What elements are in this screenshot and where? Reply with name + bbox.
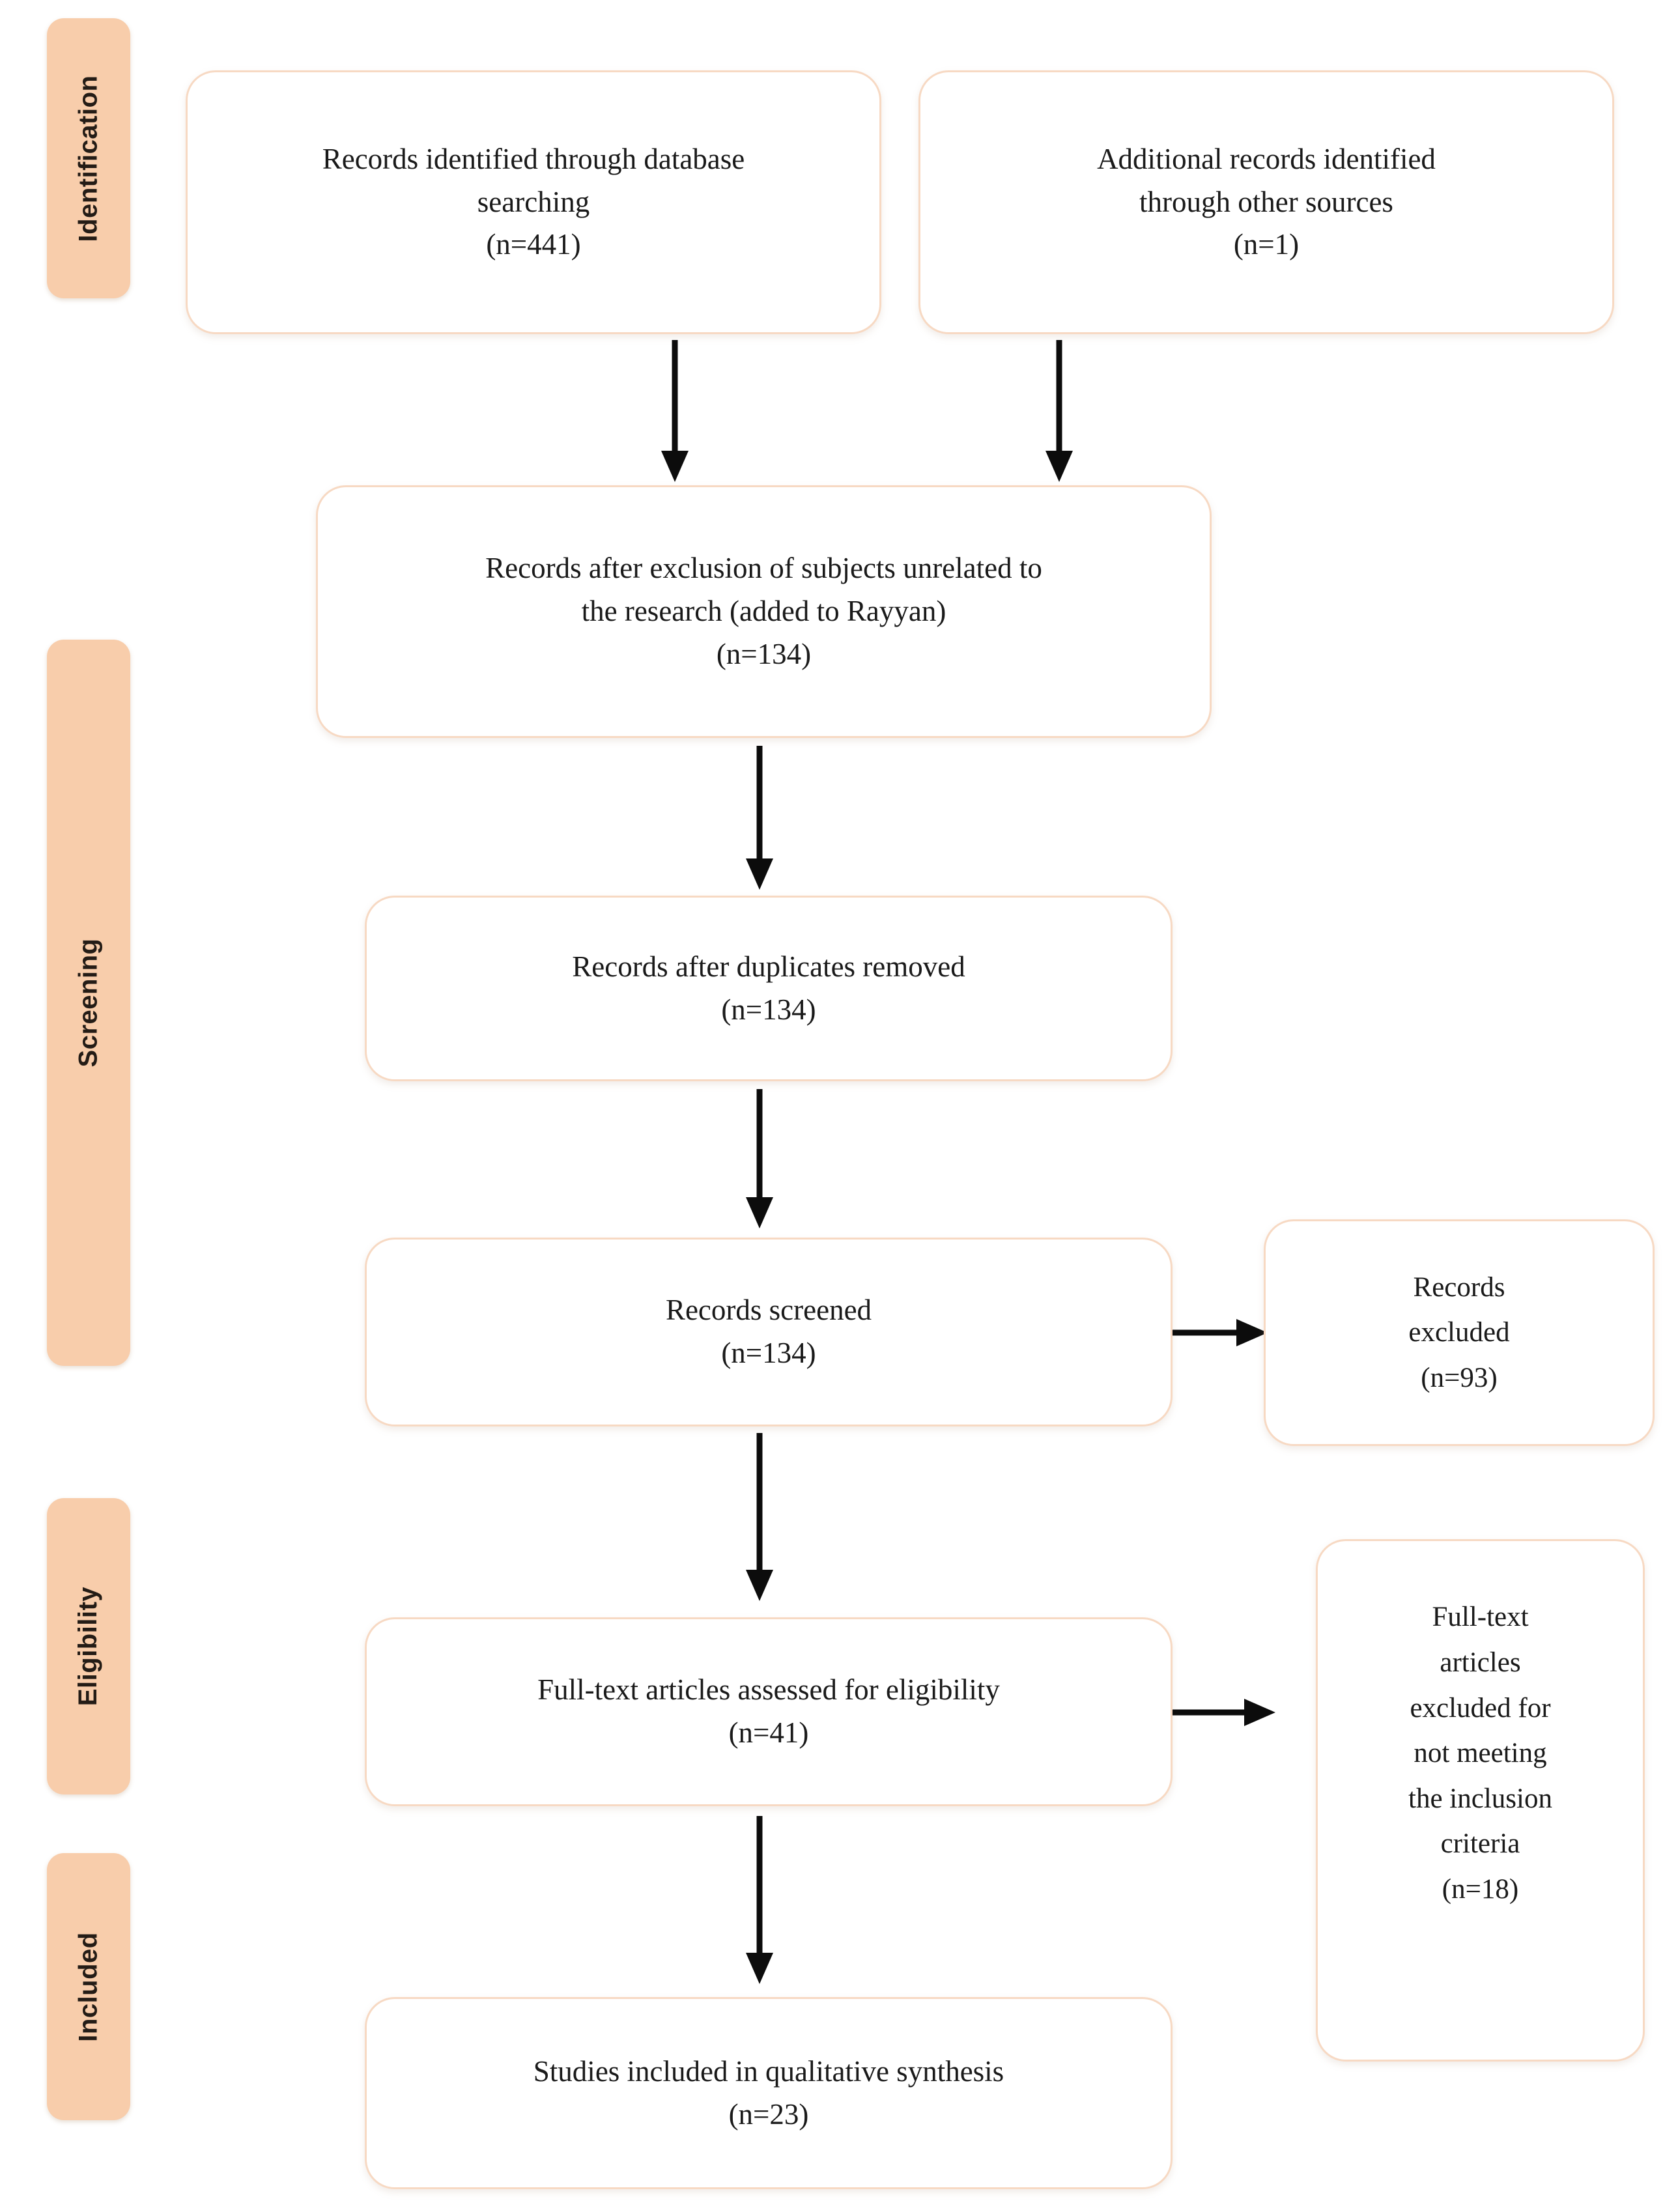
box-text-studies-included-qualitative-synthesis: Studies included in qualitative synthesi… — [533, 2054, 1004, 2131]
box-additional-records-other-sources: Additional records identified through ot… — [918, 70, 1614, 334]
stage-label-screening: Screening — [74, 938, 103, 1068]
box-text-records-after-exclusion: Records after exclusion of subjects unre… — [485, 552, 1042, 670]
box-fulltext-articles-assessed: Full-text articles assessed for eligibil… — [365, 1617, 1173, 1806]
arrow-fulltext-to-fulltext-excluded — [1173, 1695, 1277, 1729]
box-records-identified-database: Records identified through database sear… — [186, 70, 881, 334]
box-records-screened: Records screened (n=134) — [365, 1238, 1173, 1426]
arrow-duplicates-to-screened — [743, 1089, 776, 1231]
box-text-records-identified-database: Records identified through database sear… — [322, 142, 745, 261]
box-records-excluded: Records excluded (n=93) — [1264, 1219, 1655, 1446]
box-records-after-duplicates-removed: Records after duplicates removed (n=134) — [365, 896, 1173, 1081]
box-records-after-exclusion: Records after exclusion of subjects unre… — [316, 485, 1212, 738]
arrow-screened-to-records-excluded — [1173, 1316, 1269, 1350]
stage-bar-screening: Screening — [47, 640, 130, 1366]
stage-label-identification: Identification — [74, 75, 103, 242]
arrow-screened-to-fulltext — [743, 1433, 776, 1604]
arrow-after-exclusion-to-duplicates — [743, 746, 776, 892]
box-text-records-after-duplicates-removed: Records after duplicates removed (n=134) — [572, 950, 965, 1026]
box-studies-included-qualitative-synthesis: Studies included in qualitative synthesi… — [365, 1997, 1173, 2189]
box-text-records-screened: Records screened (n=134) — [665, 1294, 872, 1369]
box-text-records-excluded: Records excluded (n=93) — [1408, 1271, 1510, 1393]
stage-bar-included: Included — [47, 1853, 130, 2120]
arrow-database-to-after-exclusion — [658, 340, 692, 485]
arrow-other-sources-to-after-exclusion — [1042, 340, 1076, 485]
stage-bar-eligibility: Eligibility — [47, 1498, 130, 1794]
box-text-fulltext-articles-excluded: Full-text articles excluded for not meet… — [1408, 1602, 1552, 1905]
box-text-additional-records-other-sources: Additional records identified through ot… — [1097, 142, 1436, 261]
box-fulltext-articles-excluded: Full-text articles excluded for not meet… — [1316, 1539, 1645, 2062]
stage-bar-identification: Identification — [47, 18, 130, 298]
arrow-fulltext-to-studies-included — [743, 1816, 776, 1987]
box-text-fulltext-articles-assessed: Full-text articles assessed for eligibil… — [537, 1673, 1000, 1749]
stage-label-included: Included — [74, 1931, 103, 2042]
stage-label-eligibility: Eligibility — [74, 1586, 103, 1707]
